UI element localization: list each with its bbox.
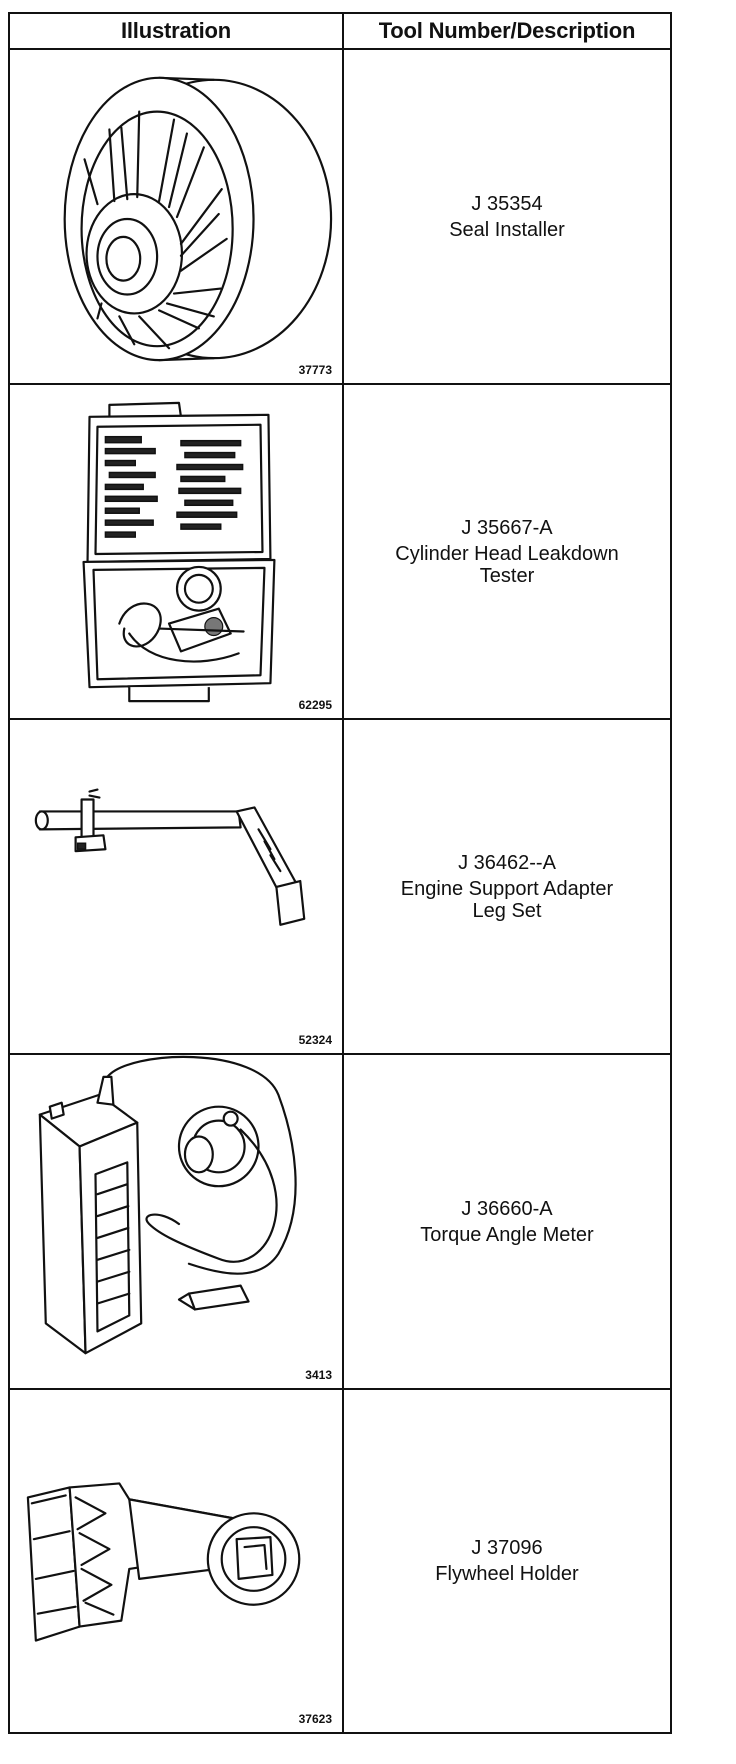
description-cell: J 36660-A Torque Angle Meter — [342, 1053, 672, 1390]
figure-number: 62295 — [298, 698, 332, 712]
seal-installer-illustration — [63, 76, 333, 362]
figure-number: 37623 — [298, 1712, 332, 1726]
description-cell: J 36462--A Engine Support Adapter Leg Se… — [342, 718, 672, 1055]
header-illustration: Illustration — [8, 12, 344, 50]
description-cell: J 35354 Seal Installer — [342, 48, 672, 385]
tool-number: J 37096 — [471, 1537, 543, 1559]
figure-number: 52324 — [298, 1033, 332, 1047]
figure-number: 37773 — [298, 363, 332, 377]
illustration-cell: 3413 — [8, 1053, 344, 1390]
tool-description: Flywheel Holder — [435, 1563, 579, 1585]
table-row: 3413 J 36660-A Torque Angle Meter — [8, 1053, 672, 1390]
tool-number: J 35667-A — [461, 516, 553, 539]
header-tool-number-description: Tool Number/Description — [342, 12, 672, 50]
tool-description: Torque Angle Meter — [420, 1223, 594, 1246]
tool-description: Engine Support Adapter Leg Set — [400, 877, 614, 922]
tool-number: J 35354 — [471, 192, 543, 215]
description-cell: J 37096 Flywheel Holder — [342, 1388, 672, 1734]
table-row: 37773 J 35354 Seal Installer — [8, 48, 672, 385]
tool-number: J 36462--A — [458, 851, 556, 874]
tool-number: J 36660-A — [461, 1197, 553, 1220]
table-row: 52324 J 36462--A Engine Support Adapter … — [8, 718, 672, 1055]
table-row: 37623 J 37096 Flywheel Holder — [8, 1388, 672, 1734]
tool-description: Seal Installer — [449, 218, 565, 241]
flywheel-holder-illustration — [26, 1482, 301, 1642]
leakdown-tester-case-illustration — [82, 401, 276, 703]
torque-angle-meter-illustration — [38, 1055, 297, 1355]
special-tools-table: Illustration Tool Number/Description — [8, 12, 672, 1734]
illustration-cell: 52324 — [8, 718, 344, 1055]
illustration-cell: 62295 — [8, 383, 344, 720]
table-row: 62295 J 35667-A Cylinder Head Leakdown T… — [8, 383, 672, 720]
illustration-cell: 37623 — [8, 1388, 344, 1734]
header-row: Illustration Tool Number/Description — [8, 12, 672, 50]
support-adapter-leg-illustration — [34, 788, 306, 926]
description-cell: J 35667-A Cylinder Head Leakdown Tester — [342, 383, 672, 720]
illustration-cell: 37773 — [8, 48, 344, 385]
tool-description: Cylinder Head Leakdown Tester — [395, 542, 619, 587]
figure-number: 3413 — [305, 1368, 332, 1382]
